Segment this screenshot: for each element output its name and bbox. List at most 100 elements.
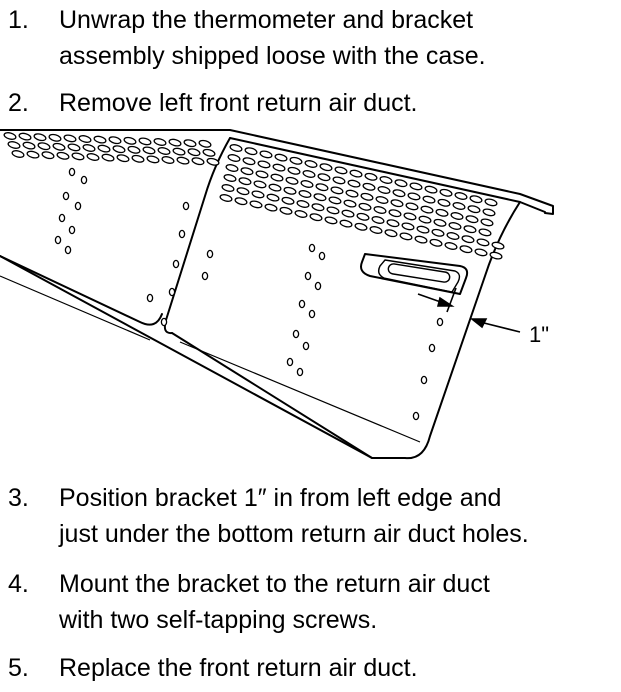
step-text-line: just under the bottom return air duct ho… [59, 520, 529, 548]
vent-slot [264, 203, 278, 212]
vent-slot [18, 132, 32, 141]
vent-slot [234, 197, 248, 206]
screw-hole [298, 299, 306, 309]
vent-slot [249, 200, 263, 209]
vent-slot [388, 209, 402, 218]
vent-slot [26, 150, 40, 159]
vent-slot [452, 202, 466, 210]
vent-slot [343, 199, 357, 208]
vent-slot [153, 138, 167, 146]
vent-slot [253, 180, 267, 189]
vent-slot [384, 229, 398, 238]
vent-slot [407, 192, 421, 201]
dimension-label: 1" [529, 322, 550, 347]
vent-slot [227, 154, 241, 162]
vent-slot [448, 222, 462, 230]
vent-slot [202, 148, 216, 157]
vent-slot [360, 192, 374, 201]
screw-hole [160, 317, 168, 327]
vent-slot [138, 137, 152, 146]
vent-slot [491, 241, 505, 250]
vent-slot [418, 215, 432, 224]
screw-hole [412, 411, 420, 421]
vent-slot [437, 198, 451, 207]
screw-hole [58, 213, 66, 223]
screw-hole [68, 167, 76, 177]
step-number: 2. [8, 89, 29, 117]
vent-slot [37, 142, 51, 151]
vent-slot [67, 143, 81, 152]
vent-slot [78, 135, 92, 143]
panel-divider [163, 137, 231, 335]
vent-slot [223, 174, 237, 182]
vent-slot [298, 190, 312, 198]
fold-line-right [179, 341, 421, 443]
vent-slot [379, 176, 393, 184]
screw-hole [201, 271, 209, 281]
vent-slot [48, 133, 62, 142]
vent-slot [390, 199, 404, 208]
vent-slot [444, 242, 458, 250]
vent-slot [311, 203, 325, 212]
vent-slot [283, 186, 297, 195]
vent-slot [463, 225, 477, 234]
step-number: 4. [8, 570, 29, 598]
screw-hole [302, 341, 310, 351]
vent-slot [332, 176, 346, 185]
vent-slot [191, 157, 205, 166]
vent-slot [112, 145, 126, 154]
vent-slot [251, 190, 265, 199]
vent-slot [345, 189, 359, 198]
vent-slot [56, 151, 70, 160]
vent-slot [465, 215, 479, 224]
screw-hole [314, 281, 322, 291]
vent-slot [270, 173, 284, 182]
screw-hole [80, 175, 88, 185]
vent-slot [236, 187, 250, 196]
vent-slot [454, 192, 468, 200]
screw-hole [308, 309, 316, 319]
vent-slot [296, 200, 310, 208]
vent-slot [229, 144, 243, 152]
vent-slot [392, 189, 406, 198]
vent-slot [255, 170, 269, 179]
vent-slot [330, 186, 344, 195]
vent-slot [274, 153, 288, 162]
vent-slot [328, 196, 342, 205]
vent-slot [450, 212, 464, 220]
vent-slot [416, 225, 430, 234]
screw-hole [420, 375, 428, 385]
screw-hole [292, 329, 300, 339]
vent-slot [238, 177, 252, 186]
vent-slot [319, 163, 333, 172]
vent-slot [347, 179, 361, 188]
vent-slot [414, 235, 428, 244]
vent-slot [63, 134, 77, 143]
step-text-line: Replace the front return air duct. [59, 654, 418, 682]
vent-slot [341, 209, 355, 218]
step-number: 3. [8, 484, 29, 512]
vent-slot [315, 183, 329, 192]
vent-slot [272, 163, 286, 172]
vent-slot [240, 167, 254, 176]
vent-slot [71, 152, 85, 161]
vent-slot [386, 219, 400, 228]
screw-hole [62, 191, 70, 201]
vent-slot [349, 169, 363, 178]
vent-slot [429, 238, 443, 247]
vent-slot [86, 153, 100, 161]
vent-slot [302, 170, 316, 178]
step-text-line: Position bracket 1″ in from left edge an… [59, 484, 502, 512]
vent-slot [377, 186, 391, 194]
vent-slot [394, 179, 408, 188]
vent-slot [369, 226, 383, 234]
vent-slot [469, 195, 483, 204]
vent-slot [281, 196, 295, 205]
vent-slot [3, 132, 17, 140]
right-panel-edge [0, 201, 521, 460]
screw-hole [436, 317, 444, 327]
vent-slot [221, 184, 235, 192]
vent-slot [279, 206, 293, 215]
vent-slot [467, 205, 481, 214]
vent-slot [433, 218, 447, 227]
